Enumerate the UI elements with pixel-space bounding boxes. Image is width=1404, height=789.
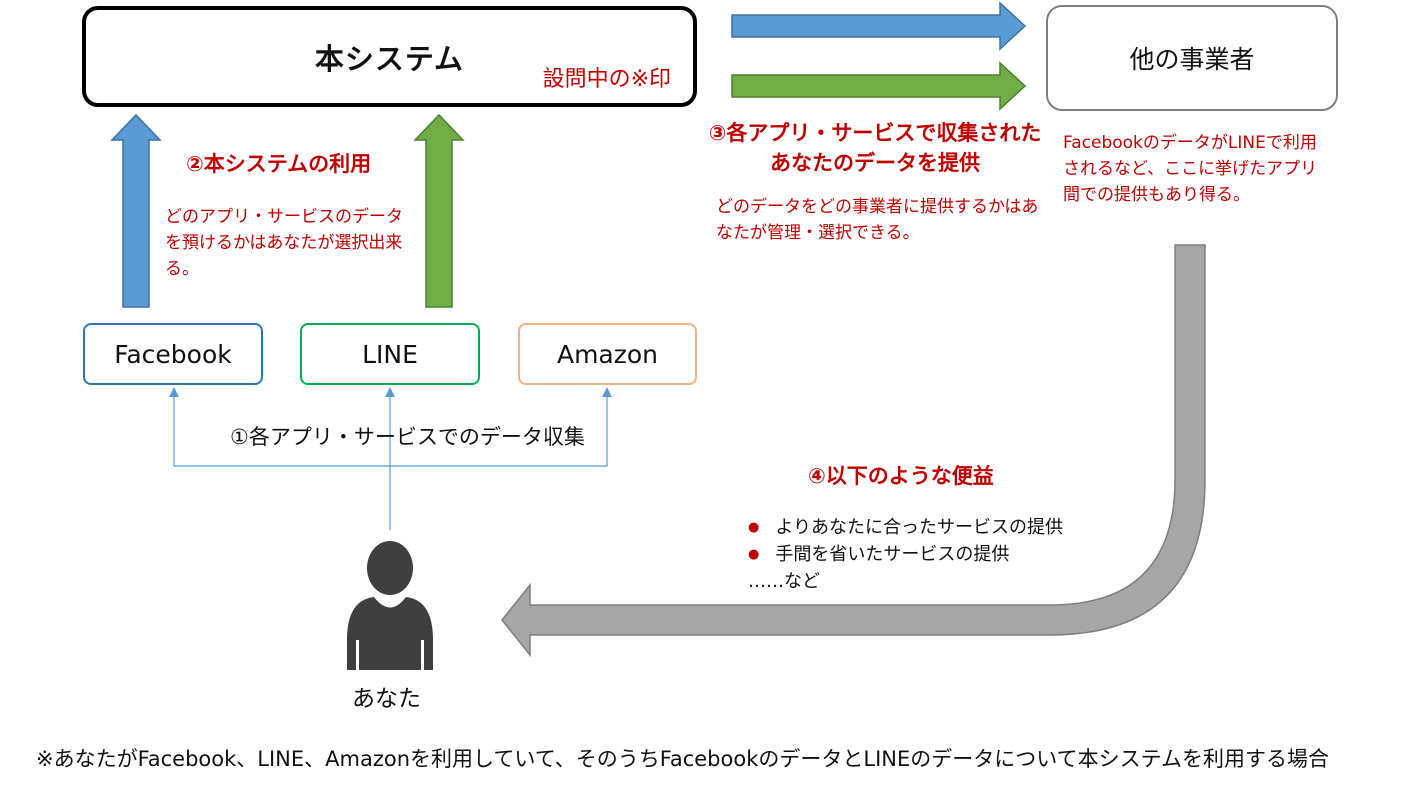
arrow-benefits-to-user (501, 244, 1206, 658)
arrow-system-to-other-green (731, 61, 1027, 111)
other-business-box: 他の事業者 (1046, 5, 1338, 111)
main-system-box: 本システム 設問中の※印 (82, 6, 697, 107)
service-line-box: LINE (300, 323, 480, 385)
main-system-note: 設問中の※印 (542, 67, 671, 92)
other-business-note: FacebookのデータがLINEで利用されるなど、ここに挙げたアプリ間での提供… (1063, 133, 1318, 205)
person-icon (347, 541, 433, 670)
service-line-label: LINE (362, 339, 418, 369)
data-collection-connectors (173, 393, 608, 530)
main-system-title: 本システム (314, 41, 465, 76)
benefits-list: ● よりあなたに合ったサービスの提供 ● 手間を省いたサービスの提供 ……など (748, 514, 1063, 595)
arrowhead-facebook (169, 387, 179, 397)
user-label: あなた (352, 686, 421, 712)
step1-label: ①各アプリ・サービスでのデータ収集 (230, 425, 585, 449)
bullet-icon: ● (748, 547, 760, 562)
service-amazon-box: Amazon (518, 323, 697, 385)
step3-title-line2: あなたのデータを提供 (770, 151, 980, 175)
service-amazon-label: Amazon (556, 339, 659, 369)
benefit-item: ● 手間を省いたサービスの提供 (748, 541, 1063, 568)
arrowhead-line (385, 387, 395, 397)
benefit-text: 手間を省いたサービスの提供 (775, 544, 1010, 565)
benefit-item: ● よりあなたに合ったサービスの提供 (748, 514, 1063, 541)
service-facebook-label: Facebook (114, 339, 232, 369)
step4-title: ④以下のような便益 (808, 464, 994, 488)
step3-title: ③各アプリ・サービスで収集された あなたのデータを提供 (700, 118, 1050, 178)
step3-description: どのデータをどの事業者に提供するかはあなたが管理・選択できる。 (716, 197, 1039, 243)
arrow-system-to-other-blue (731, 1, 1027, 51)
step3-title-line1: ③各アプリ・サービスで収集された (708, 121, 1042, 145)
bullet-icon: ● (748, 520, 760, 535)
arrow-facebook-to-system (110, 113, 162, 308)
arrow-line-to-system (413, 113, 465, 308)
footnote: ※あなたがFacebook、LINE、Amazonを利用していて、そのうちFac… (36, 747, 1329, 771)
other-business-label: 他の事業者 (1129, 45, 1255, 74)
benefit-text: よりあなたに合ったサービスの提供 (775, 517, 1063, 538)
arrowhead-amazon (602, 387, 612, 397)
step2-title: ②本システムの利用 (186, 152, 372, 176)
service-facebook-box: Facebook (83, 323, 263, 385)
benefit-more: ……など (748, 571, 820, 592)
step2-description: どのアプリ・サービスのデータを預けるかはあなたが選択出来る。 (165, 207, 403, 279)
